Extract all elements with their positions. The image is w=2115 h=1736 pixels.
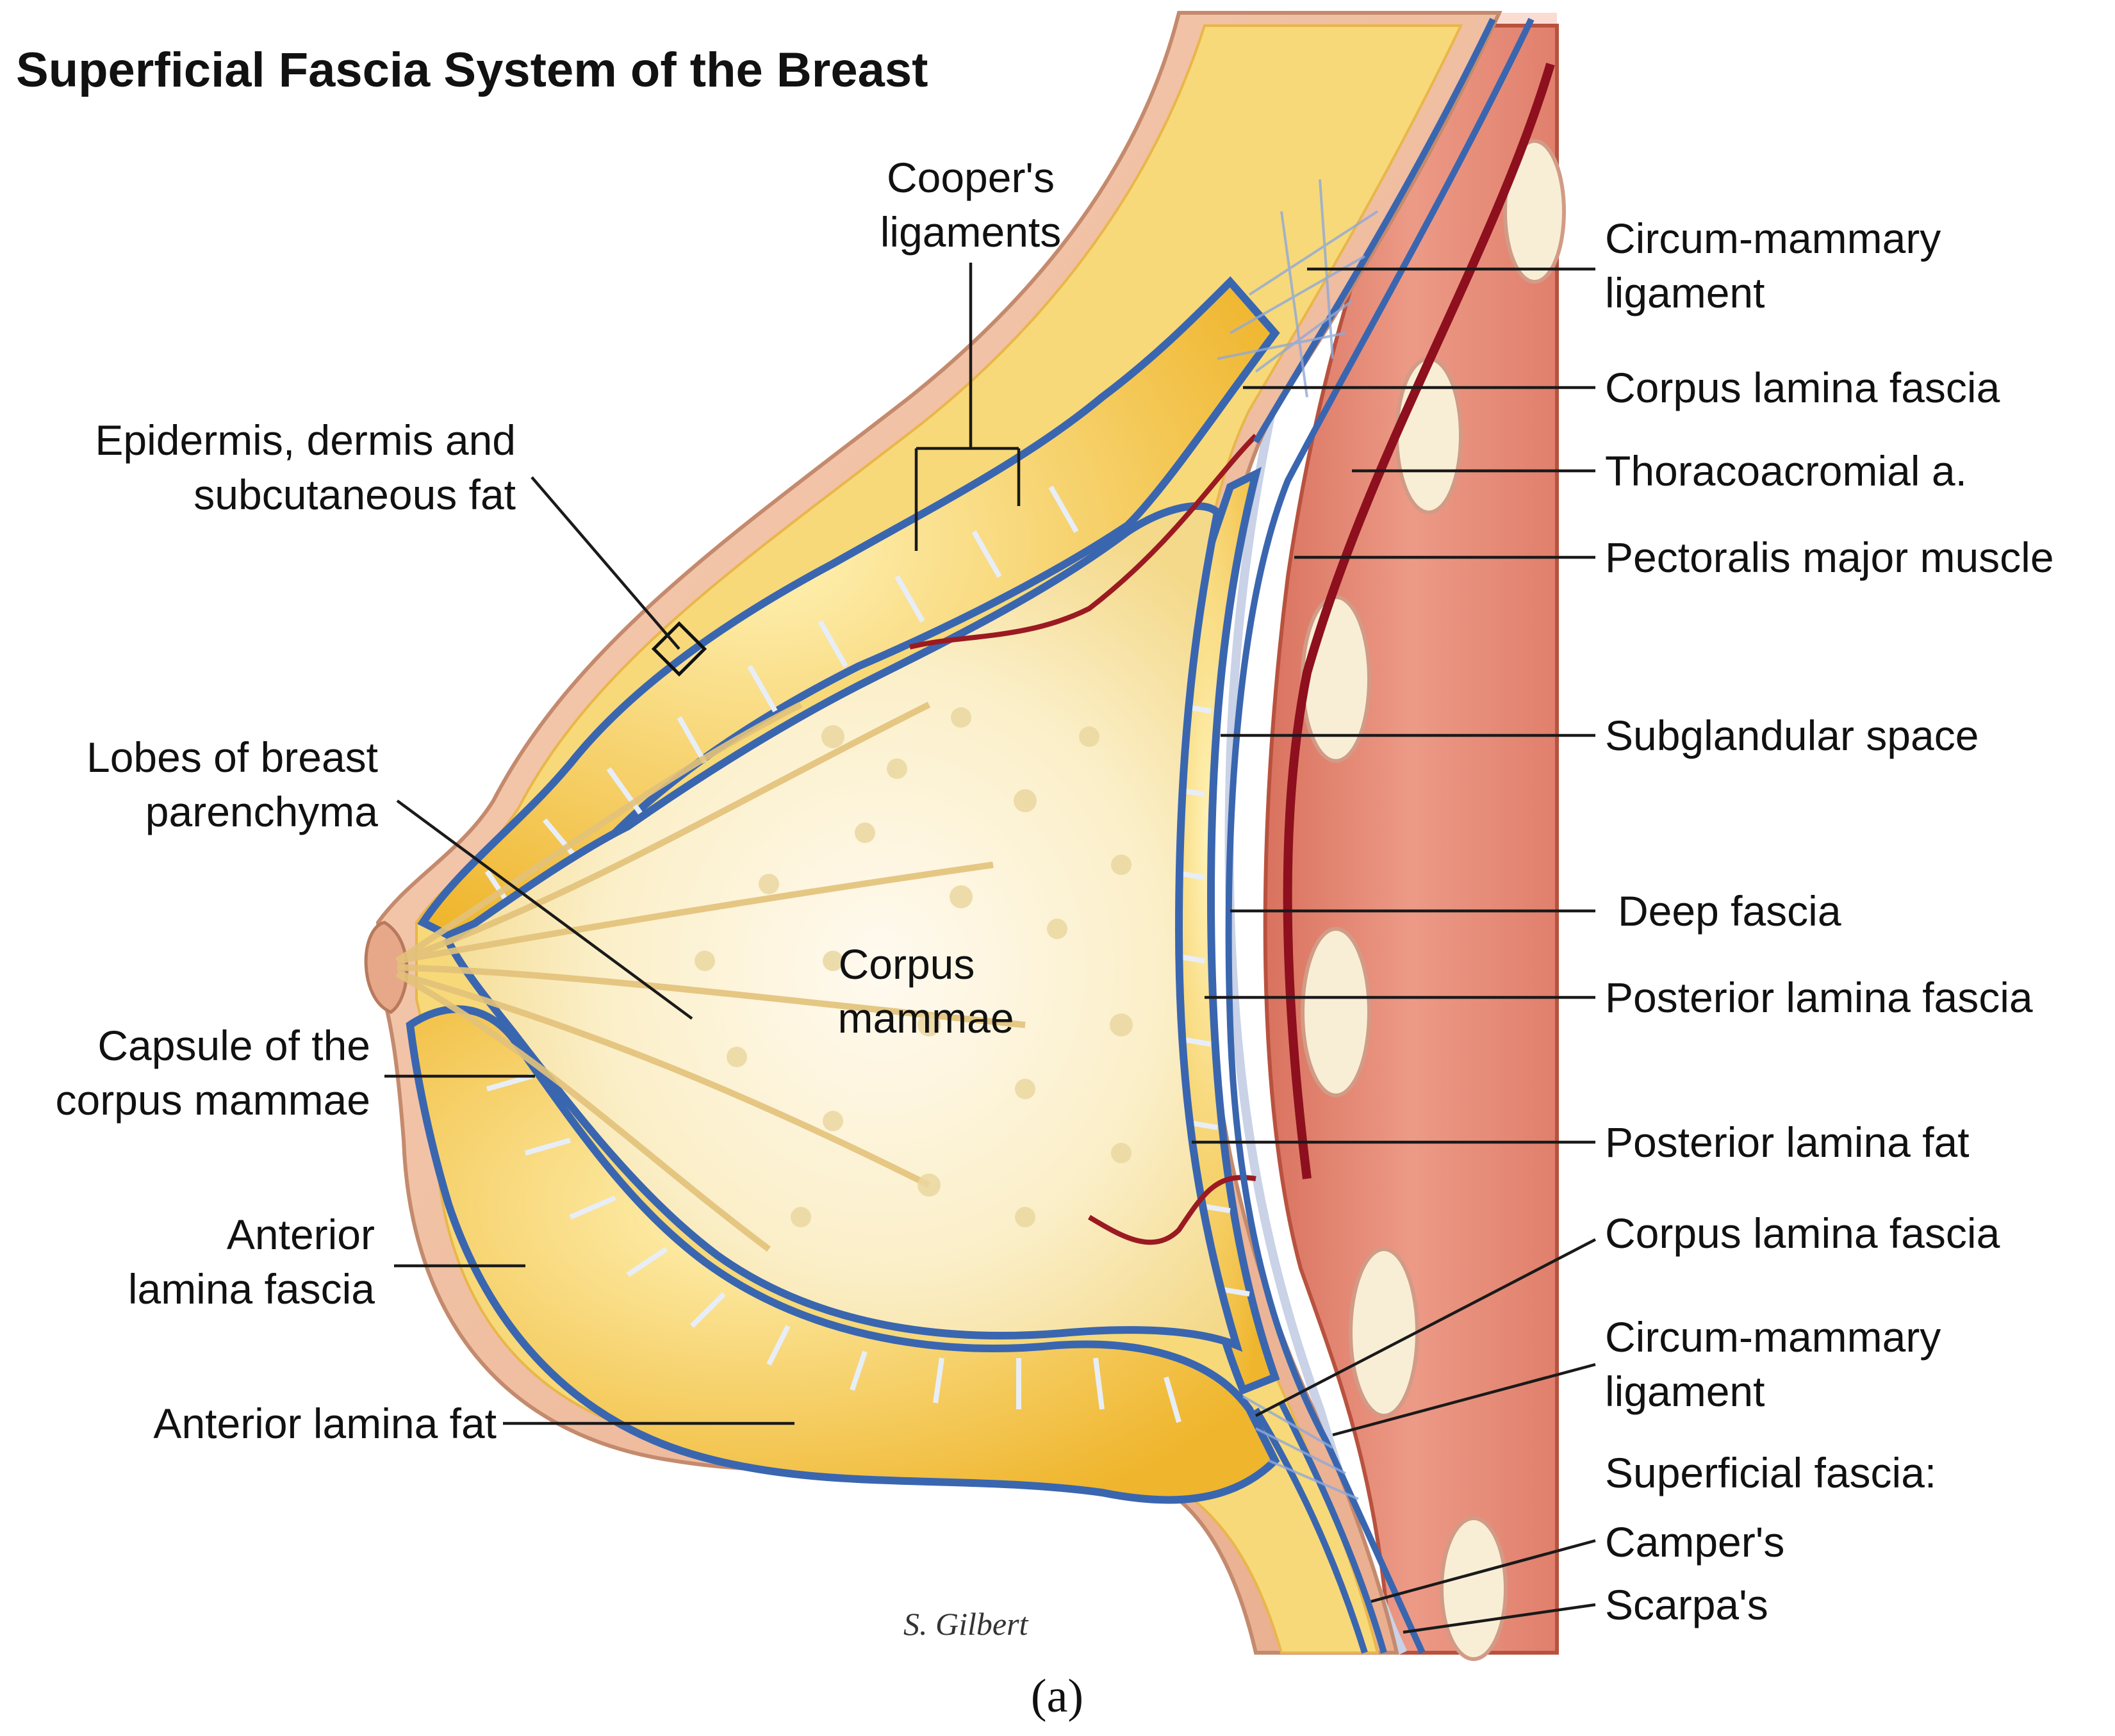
label-anterior-fascia-1: Anterior [227,1211,375,1258]
gland-artery [909,434,1258,650]
label-anterior-fascia-2: lamina fascia [128,1265,375,1313]
label-corpus-2: mammae [837,994,1014,1042]
label-corpus-fascia-top: Corpus lamina fascia [1605,364,2000,411]
label-thoracoacromial: Thoracoacromial a. [1605,447,1967,495]
label-coopers-2: ligaments [880,208,1061,256]
label-superficial-fascia: Superficial fascia: [1605,1449,1936,1496]
label-campers: Camper's [1605,1518,1784,1566]
leader-lines [384,267,1597,1634]
label-lobes-1: Lobes of breast [86,733,378,781]
figure-caption: (a) [1031,1670,1083,1723]
lactiferous-ducts [395,701,1026,1252]
circum-mammary-ligament-fibers [1217,179,1379,1500]
coopers-ligaments-bracket [914,263,1021,551]
lower-fat-band [406,1005,1280,1504]
label-circum-bottom-2: ligament [1605,1368,1765,1415]
label-anterior-fat: Anterior lamina fat [153,1400,497,1447]
label-scarpas: Scarpa's [1605,1581,1768,1628]
label-deep-fascia: Deep fascia [1618,887,1841,935]
label-epidermis-2: subcutaneous fat [193,471,516,518]
corpus-mammae [395,434,1258,1352]
nipple [364,921,409,1014]
label-circum-top-2: ligament [1605,269,1765,316]
label-circum-top-1: Circum-mammary [1605,215,1941,262]
label-epidermis-1: Epidermis, dermis and [95,416,516,464]
label-pectoralis: Pectoralis major muscle [1605,534,2054,581]
figure-title: Superficial Fascia System of the Breast [16,43,928,97]
thoracoacromial-artery [1283,62,1555,1179]
label-capsule-2: corpus mammae [56,1076,371,1124]
label-corpus-1: Corpus [839,940,975,988]
label-coopers-1: Cooper's [887,154,1055,201]
gland-lobules [695,707,1133,1227]
label-capsule-1: Capsule of the [97,1022,370,1069]
label-lobes-2: parenchyma [145,788,378,835]
chest-wall [1224,13,1566,1661]
label-subglandular: Subglandular space [1605,712,1979,759]
label-posterior-fat: Posterior lamina fat [1605,1118,1970,1166]
artist-signature: S. Gilbert [903,1606,1029,1642]
label-posterior-fascia: Posterior lamina fascia [1605,974,2033,1021]
label-circum-bottom-1: Circum-mammary [1605,1313,1941,1361]
lower-gland-artery [1087,1175,1256,1245]
label-corpus-fascia-bottom: Corpus lamina fascia [1605,1209,2000,1257]
